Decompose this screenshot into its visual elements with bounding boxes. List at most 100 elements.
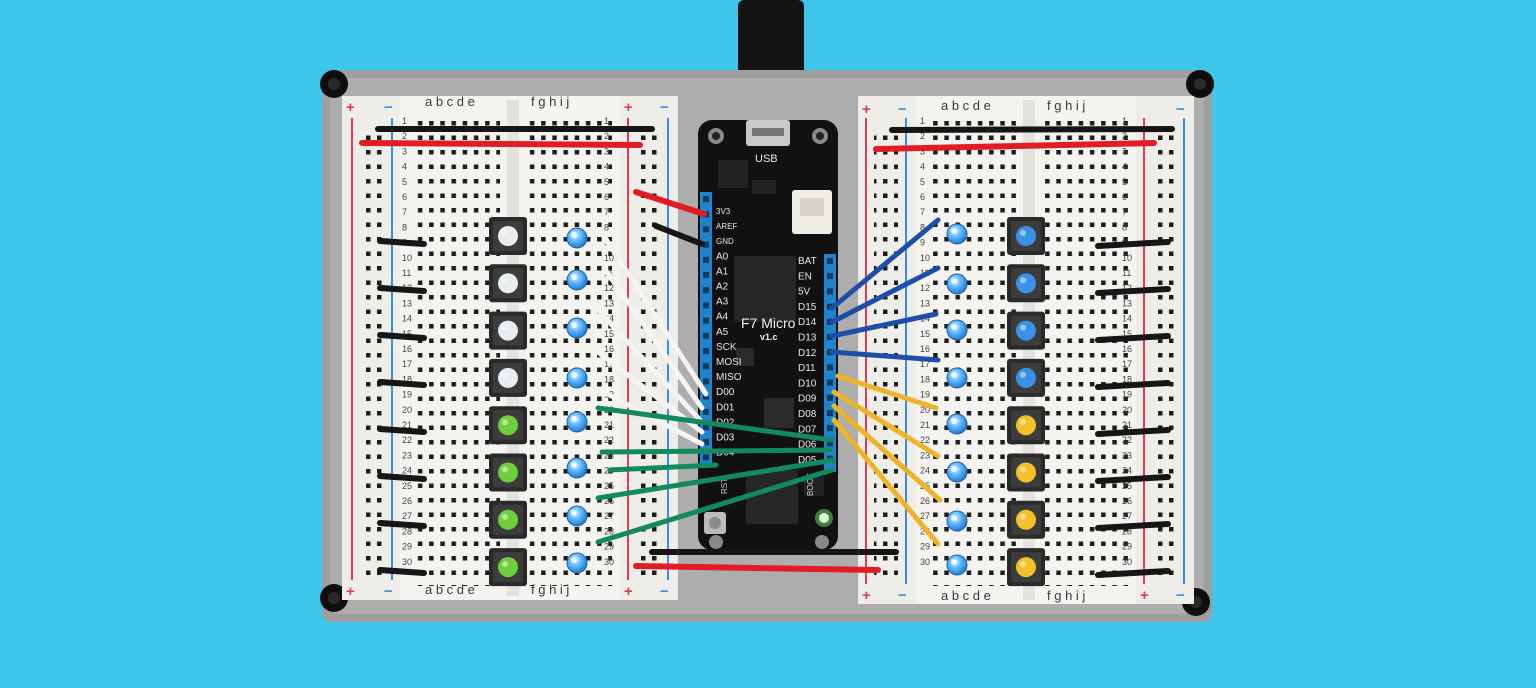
ground-jumper: [1095, 427, 1171, 437]
row-number: 13: [1122, 298, 1132, 308]
blue-push-button[interactable]: [1007, 358, 1045, 397]
minus-label: −: [384, 99, 393, 116]
led: [566, 367, 588, 389]
led: [946, 413, 968, 435]
pin-label: MOSI: [716, 357, 742, 368]
pin-label: D03: [716, 433, 735, 444]
row-number: 22: [920, 435, 930, 445]
white-push-button[interactable]: [489, 311, 527, 350]
row-number: 29: [1122, 542, 1132, 552]
jumper-wire: [829, 349, 941, 363]
row-number: 10: [604, 253, 614, 263]
row-number: 30: [920, 557, 930, 567]
blue-push-button[interactable]: [1007, 217, 1045, 255]
row-number: 11: [402, 268, 411, 278]
pin-label: GND: [716, 237, 734, 246]
row-number: 19: [1122, 390, 1132, 400]
row-number: 21: [1122, 420, 1132, 430]
white-push-button[interactable]: [489, 358, 527, 397]
jumper-wire: [831, 403, 943, 503]
plus-label: +: [624, 583, 633, 600]
pin-label: EN: [798, 271, 812, 282]
pin-label: A3: [716, 297, 729, 308]
row-number: 12: [604, 283, 614, 293]
pin-label: D11: [798, 363, 816, 374]
pin-label: A5: [716, 327, 729, 338]
row-number: 17: [1122, 359, 1132, 369]
pin-label: 3V3: [716, 207, 731, 216]
jumper-wire: [597, 227, 709, 397]
board-title: F7 Micro: [741, 315, 796, 331]
row-number: 29: [402, 542, 412, 552]
row-number: 10: [920, 253, 930, 263]
row-number: 5: [604, 177, 609, 187]
row-number: 20: [920, 405, 930, 415]
row-number: 7: [402, 207, 407, 217]
row-number: 26: [1122, 496, 1132, 506]
led: [946, 461, 968, 483]
led: [566, 227, 588, 249]
row-number: 27: [604, 511, 614, 521]
white-push-button[interactable]: [489, 217, 527, 255]
row-number: 18: [1122, 374, 1132, 384]
row-number: 26: [920, 496, 930, 506]
row-number: 8: [1122, 222, 1127, 232]
led: [566, 505, 588, 527]
row-number: 17: [604, 359, 614, 369]
pin-label: D01: [716, 402, 735, 413]
row-number: 23: [604, 450, 614, 460]
row-number: 3: [920, 146, 925, 156]
pin-label: BAT: [798, 256, 817, 267]
blue-push-button[interactable]: [1007, 311, 1045, 350]
green-push-button[interactable]: [489, 500, 527, 539]
pin-label: 5V: [798, 287, 811, 298]
row-number: 20: [402, 405, 412, 415]
row-number: 6: [920, 192, 925, 202]
boot-button[interactable]: [804, 476, 824, 496]
yellow-push-button[interactable]: [1007, 548, 1045, 587]
power-jumpers: [633, 189, 707, 247]
row-number: 15: [402, 329, 412, 339]
green-push-button[interactable]: [489, 548, 527, 587]
pin-label: D05: [798, 455, 817, 466]
row-number: 21: [604, 420, 614, 430]
blue-push-button[interactable]: [1007, 264, 1045, 303]
row-number: 6: [402, 192, 407, 202]
row-number: 26: [402, 496, 412, 506]
jumper-wire: [835, 373, 939, 411]
row-number: 7: [604, 207, 609, 217]
led: [566, 457, 588, 479]
row-number: 4: [1122, 162, 1127, 172]
white-push-button[interactable]: [489, 264, 527, 303]
row-number: 12: [920, 283, 930, 293]
ground-jumper: [1095, 474, 1171, 484]
led: [566, 411, 588, 433]
row-number: 28: [604, 526, 614, 536]
pin-label: D00: [716, 387, 735, 398]
row-number: 29: [920, 542, 930, 552]
row-number: 2: [604, 131, 609, 141]
yellow-push-button[interactable]: [1007, 500, 1045, 539]
row-number: 12: [1122, 283, 1132, 293]
led: [946, 510, 968, 532]
row-number: 16: [402, 344, 412, 354]
row-number: 1: [402, 116, 407, 126]
jumper-wire: [829, 311, 939, 339]
minus-label: −: [898, 587, 907, 604]
green-push-button[interactable]: [489, 453, 527, 492]
pin-label: D06: [798, 440, 817, 451]
row-number: 17: [920, 359, 930, 369]
left-col-letters-top-fj: f g h i j: [531, 94, 569, 109]
pin-label: AREF: [716, 222, 737, 231]
yellow-push-button[interactable]: [1007, 406, 1045, 445]
row-number: 14: [402, 314, 412, 324]
green-push-button[interactable]: [489, 406, 527, 445]
row-number: 29: [604, 542, 614, 552]
pin-label: D09: [798, 394, 817, 405]
jumper-wire: [595, 467, 835, 545]
ground-jumper: [1095, 333, 1171, 343]
right-col-letters-top-ae: a b c d e: [941, 98, 991, 113]
plus-label: +: [1140, 587, 1149, 604]
yellow-push-button[interactable]: [1007, 453, 1045, 492]
row-number: 3: [604, 146, 609, 156]
